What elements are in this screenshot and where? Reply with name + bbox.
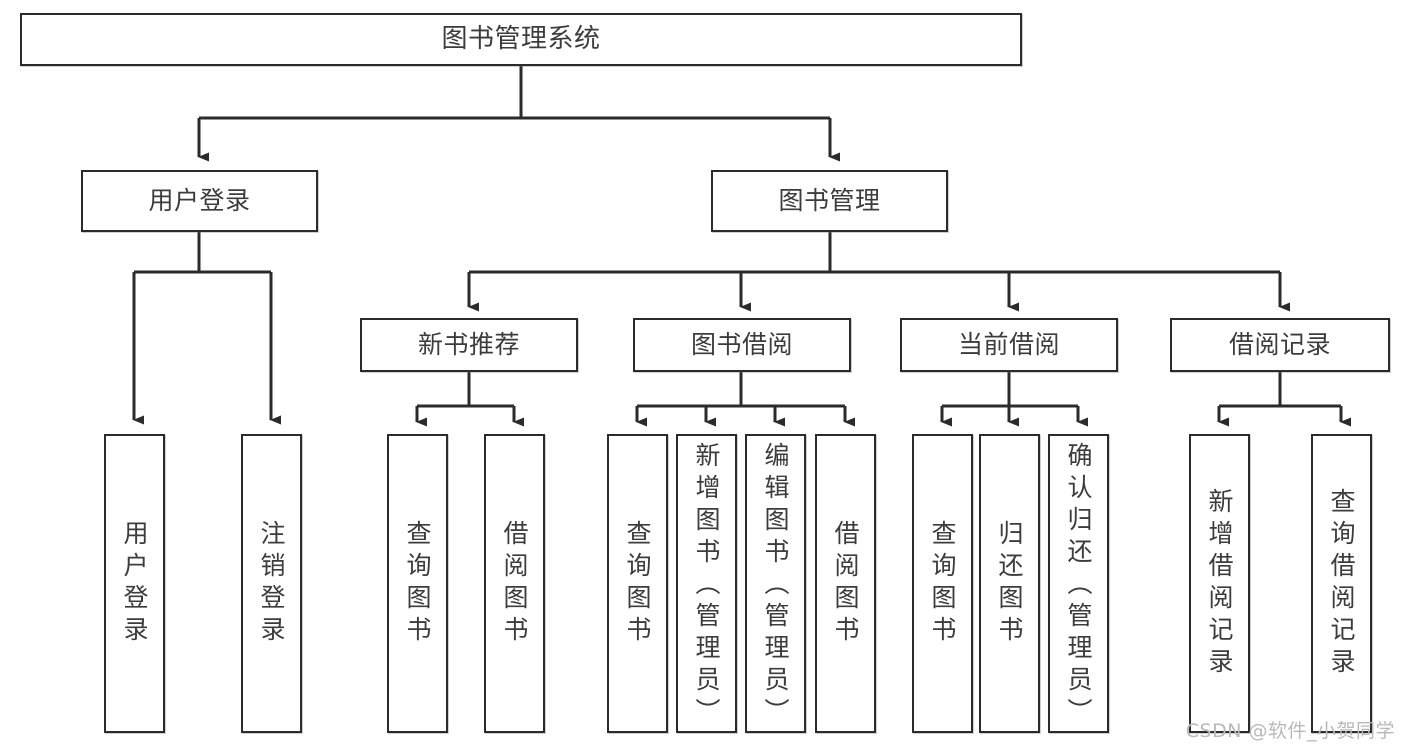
node-label: 用户登录 xyxy=(148,186,251,216)
leaf-query-book-new[interactable]: 查询图书 xyxy=(387,434,448,733)
node-label: 查询图书 xyxy=(403,519,432,648)
leaf-add-borrow-record[interactable]: 新增借阅记录 xyxy=(1189,434,1250,733)
node-label: 用户登录 xyxy=(120,519,149,648)
node-label: 新增借阅记录 xyxy=(1205,487,1234,680)
node-new-book-recommendation[interactable]: 新书推荐 xyxy=(360,318,578,372)
node-borrow-records[interactable]: 借阅记录 xyxy=(1170,318,1390,372)
node-label: 归还图书 xyxy=(995,519,1024,648)
leaf-logout[interactable]: 注销登录 xyxy=(241,434,302,733)
node-book-management[interactable]: 图书管理 xyxy=(711,170,948,232)
leaf-query-book-borrow[interactable]: 查询图书 xyxy=(607,434,668,733)
node-label: 确认归还（管理员） xyxy=(1064,442,1093,730)
node-user-login[interactable]: 用户登录 xyxy=(81,170,318,232)
node-root-book-management-system[interactable]: 图书管理系统 xyxy=(20,13,1022,66)
leaf-query-book-current[interactable]: 查询图书 xyxy=(912,434,973,733)
leaf-confirm-return-admin[interactable]: 确认归还（管理员） xyxy=(1048,434,1109,733)
node-label: 图书管理 xyxy=(778,186,881,216)
node-book-borrow[interactable]: 图书借阅 xyxy=(633,318,851,372)
node-label: 新书推荐 xyxy=(417,330,520,360)
node-label: 当前借阅 xyxy=(957,330,1060,360)
node-label: 借阅图书 xyxy=(831,519,860,648)
node-label: 注销登录 xyxy=(257,519,286,648)
leaf-query-borrow-record[interactable]: 查询借阅记录 xyxy=(1311,434,1372,733)
node-label: 查询图书 xyxy=(623,519,652,648)
node-current-borrow[interactable]: 当前借阅 xyxy=(900,318,1118,372)
node-label: 编辑图书（管理员） xyxy=(761,442,790,730)
leaf-user-login[interactable]: 用户登录 xyxy=(104,434,165,733)
leaf-borrow-book-new[interactable]: 借阅图书 xyxy=(484,434,545,733)
node-label: 借阅图书 xyxy=(500,519,529,648)
leaf-borrow-book[interactable]: 借阅图书 xyxy=(815,434,876,733)
node-label: 借阅记录 xyxy=(1228,330,1331,360)
watermark: CSDN @软件_小贺同学 xyxy=(1185,720,1395,742)
node-label: 图书借阅 xyxy=(690,330,793,360)
node-label: 查询图书 xyxy=(928,519,957,648)
leaf-return-book[interactable]: 归还图书 xyxy=(979,434,1040,733)
node-label: 新增图书（管理员） xyxy=(692,442,721,730)
node-label: 图书管理系统 xyxy=(441,24,601,55)
node-label: 查询借阅记录 xyxy=(1327,487,1356,680)
leaf-add-book-admin[interactable]: 新增图书（管理员） xyxy=(676,434,737,733)
leaf-edit-book-admin[interactable]: 编辑图书（管理员） xyxy=(745,434,806,733)
